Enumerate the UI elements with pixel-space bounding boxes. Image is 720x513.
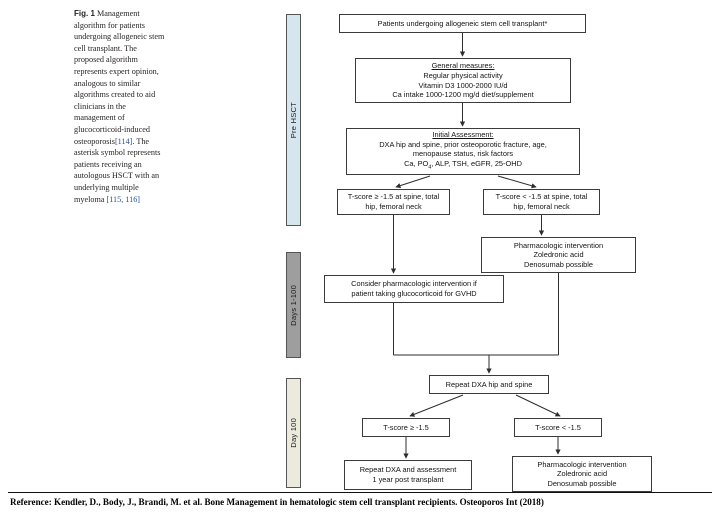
phase-band-day-100: Day 100 [286, 378, 301, 488]
node-pharm1-line3: Denosumab possible [523, 259, 594, 269]
node-tscore-ge-minus-1-5-post[interactable]: T-score ≥ -1.5 [362, 418, 450, 437]
node-patients-undergoing-transplant[interactable]: Patients undergoing allogeneic stem cell… [339, 14, 586, 33]
node-top-line1: Patients undergoing allogeneic stem cell… [377, 18, 548, 28]
node-repeat-dxa-hip-and-spine[interactable]: Repeat DXA hip and spine [429, 375, 549, 394]
node-initial-title: Initial Assessment: [432, 130, 494, 140]
node-initial-line3: Ca, PO4, ALP, TSH, eGFR, 25-OHD [404, 158, 522, 171]
phase-band-days-1-100-label: Days 1-100 [289, 284, 298, 326]
node-gvhd-line1: Consider pharmacologic intervention if [351, 279, 477, 289]
node-tscore-lt-line1: T-score < -1.5 at spine, total [495, 192, 588, 202]
node-tscore-lt-minus-1-5-post[interactable]: T-score < -1.5 [514, 418, 602, 437]
node-tscore-lt-line2: hip, femoral neck [513, 202, 570, 211]
node-repeat-dxa-and-assessment[interactable]: Repeat DXA and assessment 1 year post tr… [344, 460, 472, 490]
node-pharm1-line2: Zoledronic acid [533, 250, 584, 260]
caption-body-2: . The asterisk symbol represents patient… [74, 136, 161, 204]
phase-band-days-1-100: Days 1-100 [286, 252, 301, 358]
node-general-measures[interactable]: General measures: Regular physical activ… [355, 58, 571, 103]
caption-citation-115-116[interactable]: [115, 116] [106, 194, 141, 204]
node-pharmacologic-intervention-post[interactable]: Pharmacologic intervention Zoledronic ac… [512, 456, 652, 492]
node-repeat-assessment-line2: 1 year post transplant [372, 475, 444, 484]
node-consider-pharmacologic-gvhd[interactable]: Consider pharmacologic intervention if p… [324, 275, 504, 303]
figure-label: Fig. 1 [74, 9, 95, 18]
node-pharm2-line3: Denosumab possible [547, 478, 617, 488]
node-pharmacologic-intervention-pre[interactable]: Pharmacologic intervention Zoledronic ac… [481, 237, 636, 273]
caption-citation-114[interactable]: [114] [114, 136, 133, 146]
caption-body-1: Management algorithm for patients underg… [74, 9, 165, 146]
node-tscore-ge-minus-1-5-pre[interactable]: T-score ≥ -1.5 at spine, total hip, femo… [337, 189, 450, 215]
node-gvhd-line2: patient taking glucocorticoid for GVHD [351, 289, 477, 298]
phase-band-day-100-label: Day 100 [289, 418, 298, 448]
node-general-line2: Vitamin D3 1000-2000 IU/d [418, 80, 508, 90]
node-initial-line1: DXA hip and spine, prior osteoporotic fr… [379, 139, 547, 149]
node-tscore-ge-line1: T-score ≥ -1.5 at spine, total [347, 192, 440, 202]
node-pharm2-line1: Pharmacologic intervention [537, 459, 627, 469]
node-initial-assessment[interactable]: Initial Assessment: DXA hip and spine, p… [346, 128, 580, 175]
node-initial-line2: menopause status, risk factors [412, 149, 514, 159]
phase-band-pre-hsct: Pre HSCT [286, 14, 301, 226]
node-pharm2-line2: Zoledronic acid [556, 469, 608, 479]
node-repeat-assessment-line1: Repeat DXA and assessment [359, 465, 457, 475]
node-general-line3: Ca intake 1000-1200 mg/d diet/supplement [392, 90, 534, 100]
reference-citation: Reference: Kendler, D., Body, J., Brandi… [10, 497, 544, 507]
node-general-title: General measures: [431, 61, 495, 71]
node-ts2-lt-line1: T-score < -1.5 [535, 422, 581, 432]
node-repeat-dxa-line1: Repeat DXA hip and spine [445, 379, 533, 389]
figure-caption: Fig. 1 Management algorithm for patients… [74, 8, 166, 205]
phase-band-pre-hsct-label: Pre HSCT [289, 101, 298, 139]
node-tscore-lt-minus-1-5-pre[interactable]: T-score < -1.5 at spine, total hip, femo… [483, 189, 600, 215]
node-pharm1-line1: Pharmacologic intervention [513, 240, 604, 250]
reference-divider [8, 492, 712, 493]
node-ts2-ge-line1: T-score ≥ -1.5 [383, 422, 429, 432]
node-tscore-ge-line2: hip, femoral neck [365, 202, 422, 211]
node-general-line1: Regular physical activity [423, 70, 503, 80]
